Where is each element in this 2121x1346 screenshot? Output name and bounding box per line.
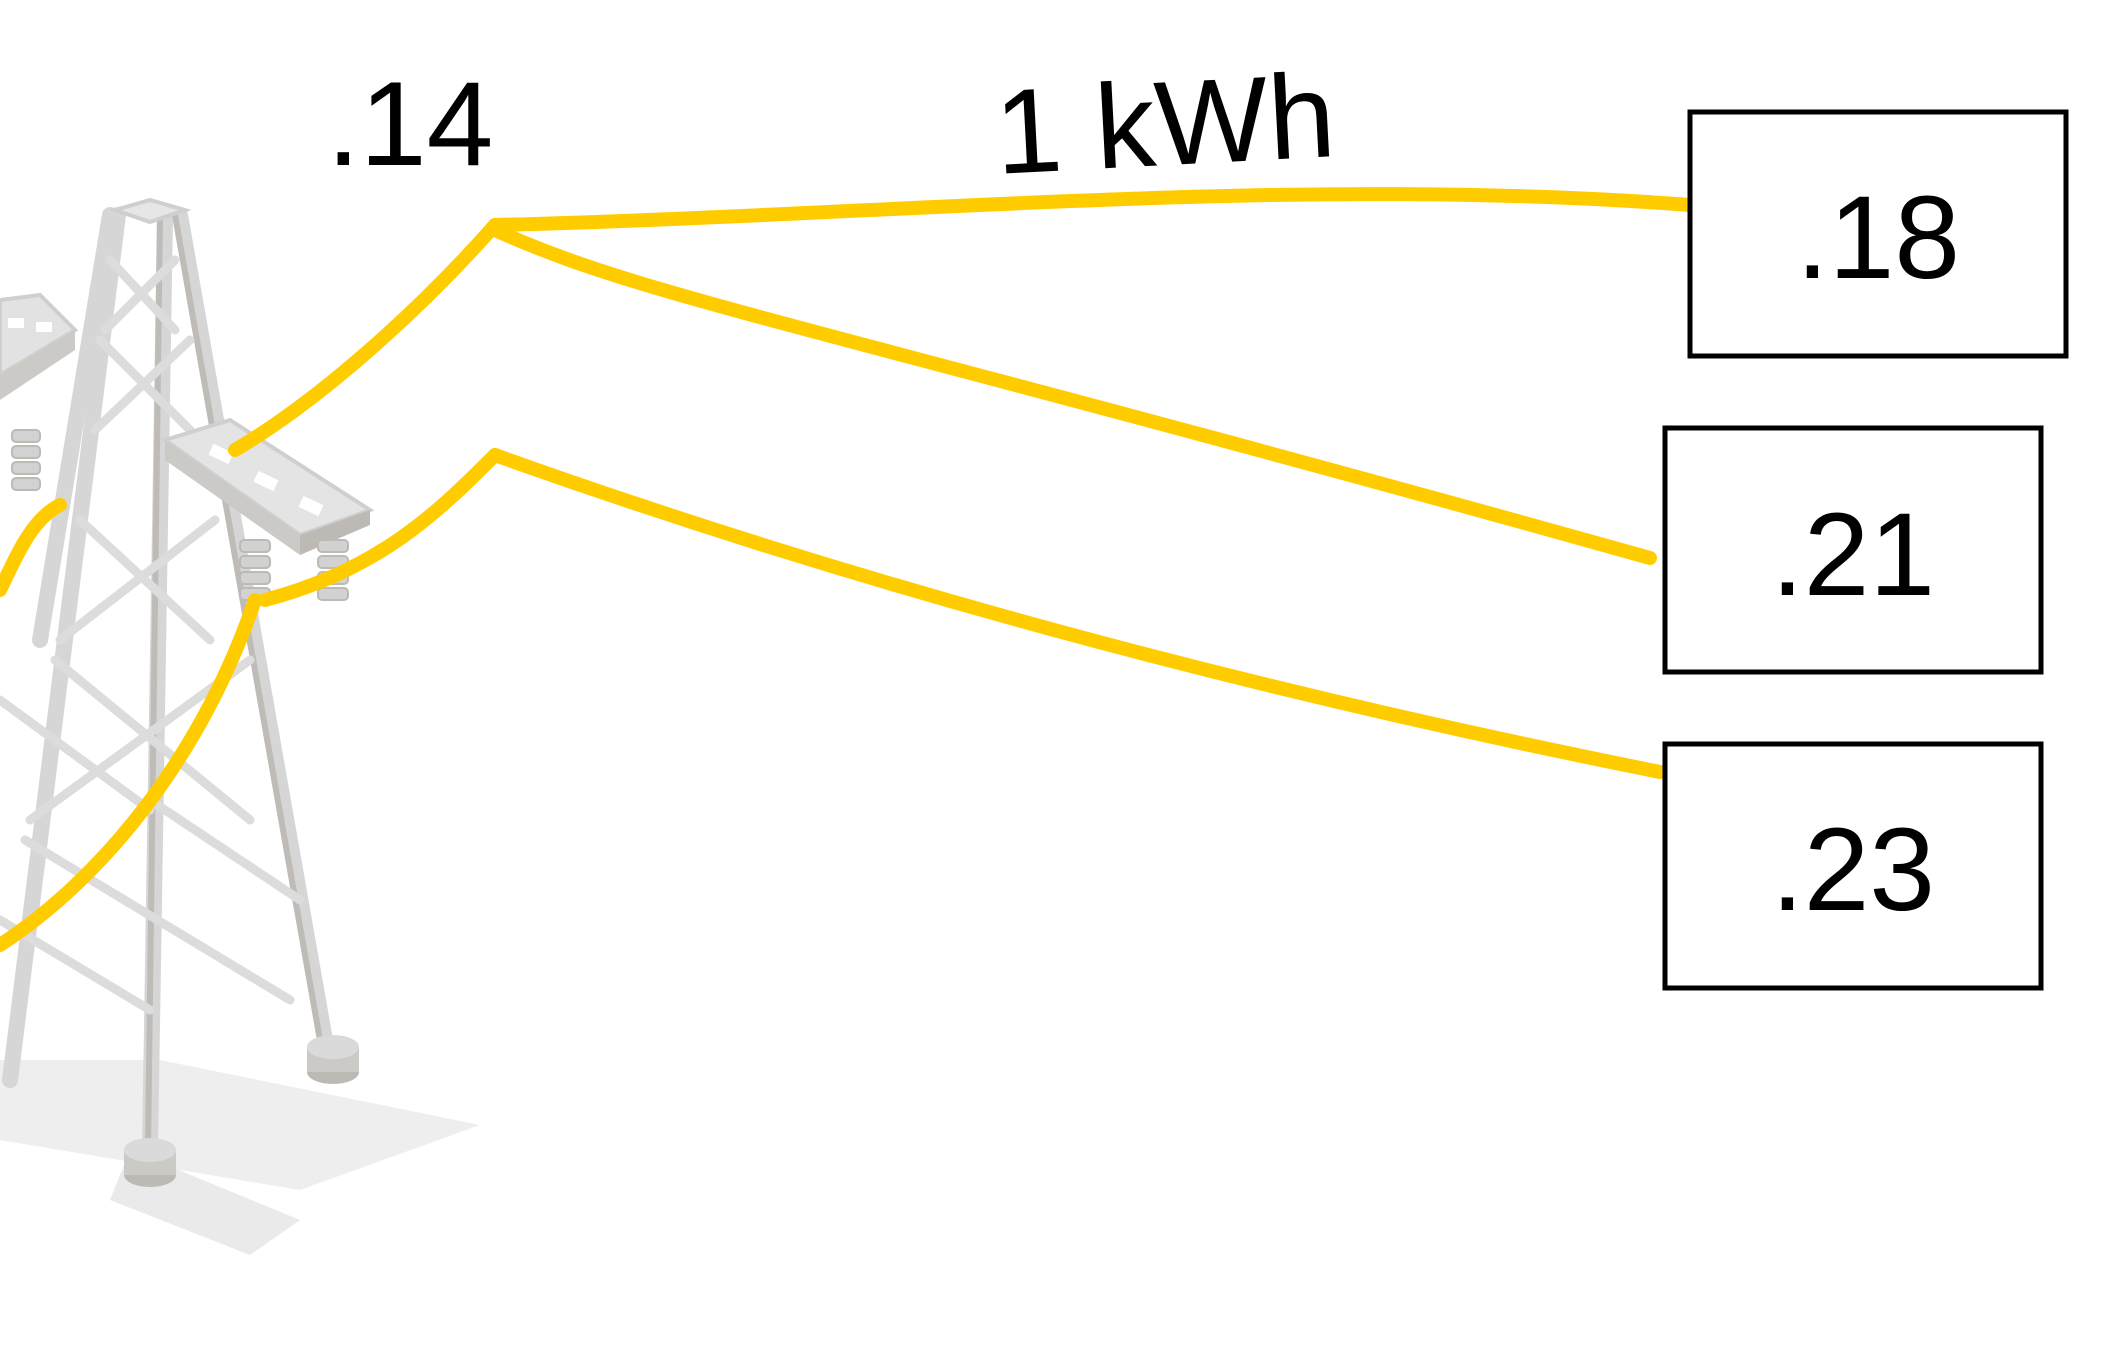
price-box-3-label: .23 xyxy=(1771,804,1935,936)
power-lines xyxy=(0,187,1697,952)
price-box-1-label: .18 xyxy=(1796,172,1960,304)
incoming-wire-upper xyxy=(228,218,502,457)
wire-to-price-23 xyxy=(488,448,1667,779)
source-price-label: .14 xyxy=(327,57,494,191)
price-box-2: .21 xyxy=(1662,425,2044,675)
price-box-2-label: .21 xyxy=(1771,489,1935,621)
tower-shadow xyxy=(0,1060,480,1255)
wire-to-price-18 xyxy=(488,187,1697,232)
energy-unit-label: 1 kWh xyxy=(992,48,1339,200)
incoming-wire-lower xyxy=(258,448,502,607)
wire-to-price-21 xyxy=(488,223,1657,565)
price-box-1: .18 xyxy=(1687,109,2069,359)
power-transmission-tower-icon xyxy=(0,197,375,1187)
drooping-wire-lower xyxy=(0,593,262,952)
drooping-wire-left xyxy=(0,498,67,597)
price-box-3: .23 xyxy=(1662,741,2044,991)
